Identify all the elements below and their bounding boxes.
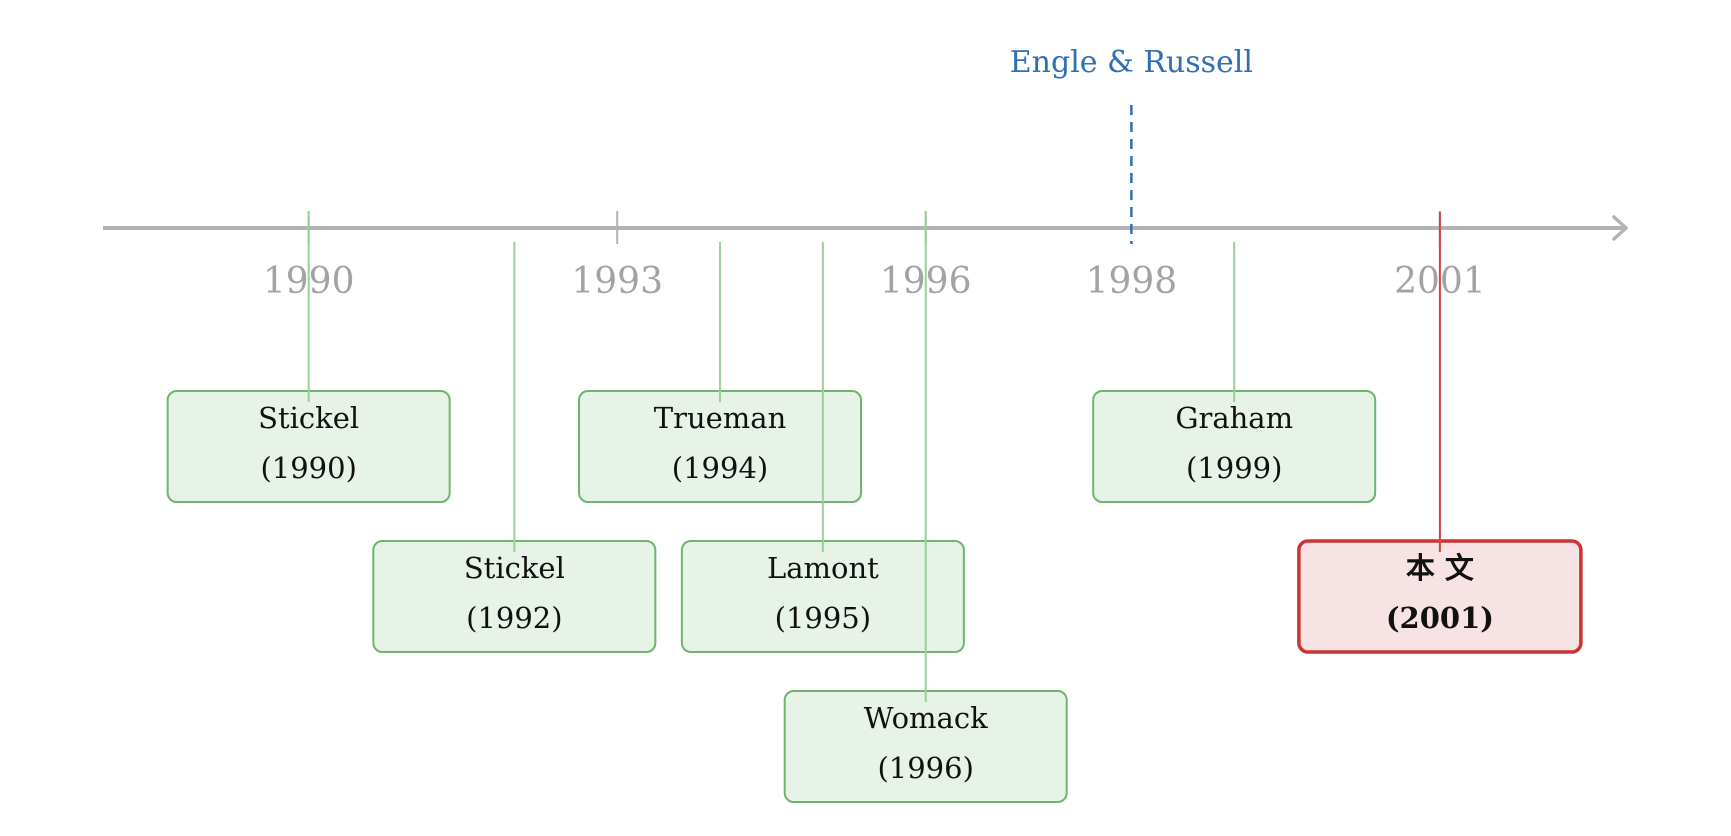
event-box: Stickel (1992) — [372, 540, 657, 653]
axis-arrow-icon — [1612, 215, 1628, 241]
marker-label: Engle & Russell — [1010, 45, 1253, 80]
event-name: Trueman — [654, 401, 787, 435]
event-name: Graham — [1175, 401, 1293, 435]
event-name: Stickel — [258, 401, 359, 435]
axis-tick-label: 1998 — [1086, 261, 1178, 302]
event-date: (2001) — [1386, 601, 1494, 635]
event-name: Womack — [864, 701, 988, 735]
event-box: Lamont (1995) — [680, 540, 965, 653]
event-date: (1995) — [775, 601, 871, 635]
axis-tick-label: 1993 — [571, 261, 663, 302]
event-box: Womack (1996) — [783, 690, 1068, 803]
event-name: Stickel — [464, 551, 565, 585]
connector-overlay-layer — [307, 212, 1441, 702]
event-date: (1990) — [260, 451, 356, 485]
event-date: (1994) — [672, 451, 768, 485]
event-box: Graham (1999) — [1092, 390, 1377, 503]
reference-marker: Engle & Russell — [1010, 45, 1253, 244]
event-layer: Stickel (1990) Stickel (1992) Trueman (1994) L… — [166, 390, 1583, 803]
event-box: Trueman (1994) — [578, 390, 863, 503]
event-date: (1992) — [466, 601, 562, 635]
event-box: Stickel (1990) — [166, 390, 451, 503]
event-name: 本 文 — [1406, 551, 1475, 585]
event-date: (1999) — [1186, 451, 1282, 485]
event-name: Lamont — [767, 551, 879, 585]
event-date: (1996) — [877, 751, 973, 785]
event-box: 本 文 (2001) — [1297, 539, 1583, 654]
